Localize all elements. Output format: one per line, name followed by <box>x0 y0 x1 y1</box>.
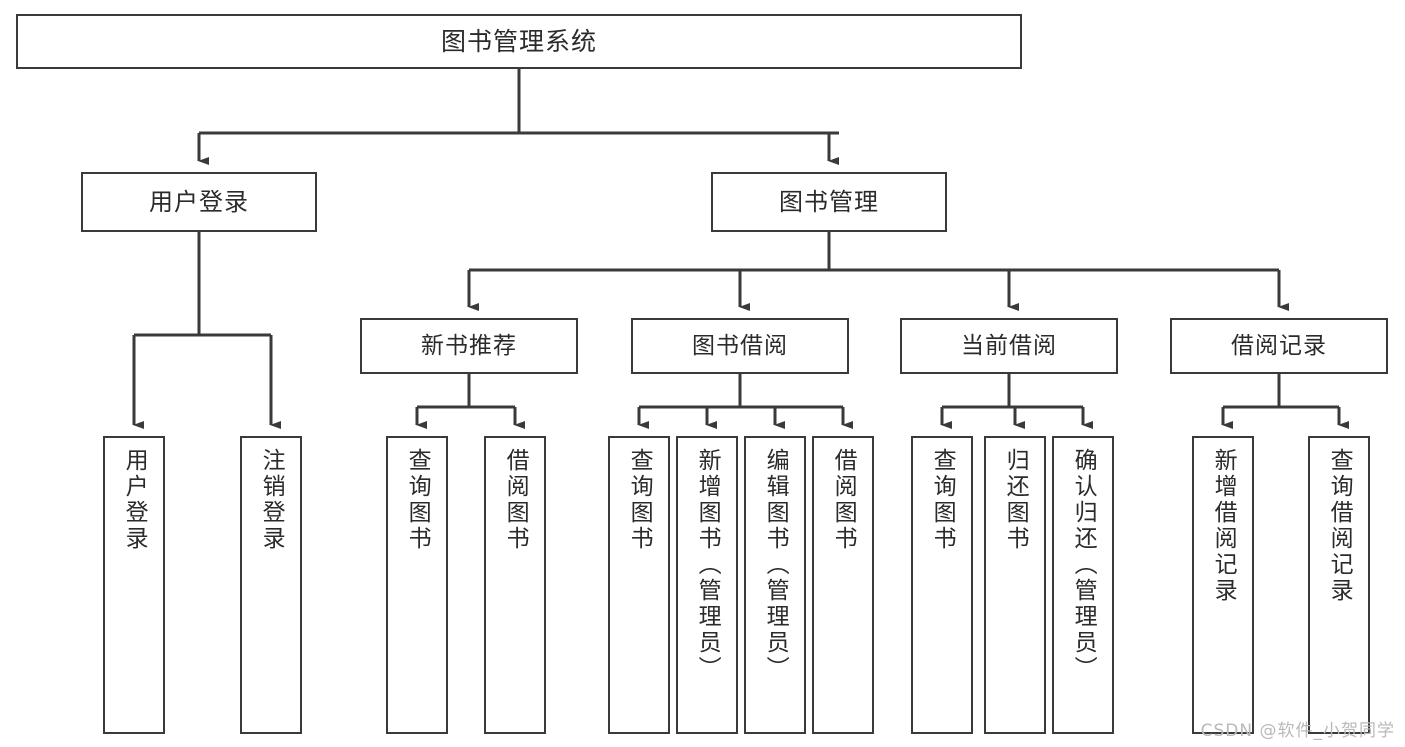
csdn-watermark: CSDN @软件_小贺同学 <box>1200 721 1395 741</box>
node-borrow-record-label: 借阅记录 <box>1231 332 1327 359</box>
leaf-user-login[interactable]: 用户登录 <box>103 436 165 734</box>
node-user-login[interactable]: 用户登录 <box>81 172 317 232</box>
leaf-logout-label: 注销登录 <box>258 448 285 552</box>
leaf-borrow-book-label: 借阅图书 <box>830 448 857 552</box>
node-current-borrow[interactable]: 当前借阅 <box>900 318 1118 374</box>
leaf-query-book-current[interactable]: 查询图书 <box>911 436 973 734</box>
leaf-confirm-return-label: 确认归还（管理员） <box>1070 448 1097 682</box>
leaf-query-book-rec-label: 查询图书 <box>404 448 431 552</box>
leaf-borrow-book-rec[interactable]: 借阅图书 <box>484 436 546 734</box>
leaf-add-book-label: 新增图书（管理员） <box>694 448 721 682</box>
leaf-query-book-borrow[interactable]: 查询图书 <box>608 436 670 734</box>
leaf-query-borrow-record-label: 查询借阅记录 <box>1326 448 1353 604</box>
leaf-return-book-label: 归还图书 <box>1002 448 1029 552</box>
node-current-borrow-label: 当前借阅 <box>961 332 1057 359</box>
node-new-book-recommend-label: 新书推荐 <box>421 332 517 359</box>
leaf-user-login-label: 用户登录 <box>121 448 148 552</box>
node-book-borrow-label: 图书借阅 <box>692 332 788 359</box>
leaf-confirm-return[interactable]: 确认归还（管理员） <box>1052 436 1114 734</box>
leaf-add-book[interactable]: 新增图书（管理员） <box>676 436 738 734</box>
leaf-query-book-current-label: 查询图书 <box>929 448 956 552</box>
leaf-query-book-rec[interactable]: 查询图书 <box>386 436 448 734</box>
leaf-add-borrow-record-label: 新增借阅记录 <box>1210 448 1237 604</box>
node-borrow-record[interactable]: 借阅记录 <box>1170 318 1388 374</box>
leaf-edit-book-label: 编辑图书（管理员） <box>762 448 789 682</box>
leaf-query-book-borrow-label: 查询图书 <box>626 448 653 552</box>
leaf-edit-book[interactable]: 编辑图书（管理员） <box>744 436 806 734</box>
node-book-management[interactable]: 图书管理 <box>711 172 947 232</box>
leaf-query-borrow-record[interactable]: 查询借阅记录 <box>1308 436 1370 734</box>
node-new-book-recommend[interactable]: 新书推荐 <box>360 318 578 374</box>
node-book-borrow[interactable]: 图书借阅 <box>631 318 849 374</box>
leaf-return-book[interactable]: 归还图书 <box>984 436 1046 734</box>
leaf-logout[interactable]: 注销登录 <box>240 436 302 734</box>
leaf-borrow-book-rec-label: 借阅图书 <box>502 448 529 552</box>
leaf-add-borrow-record[interactable]: 新增借阅记录 <box>1192 436 1254 734</box>
node-root-label: 图书管理系统 <box>440 27 597 56</box>
node-root-system[interactable]: 图书管理系统 <box>16 14 1022 69</box>
leaf-borrow-book[interactable]: 借阅图书 <box>812 436 874 734</box>
node-user-login-label: 用户登录 <box>149 188 249 216</box>
node-book-management-label: 图书管理 <box>779 188 879 216</box>
